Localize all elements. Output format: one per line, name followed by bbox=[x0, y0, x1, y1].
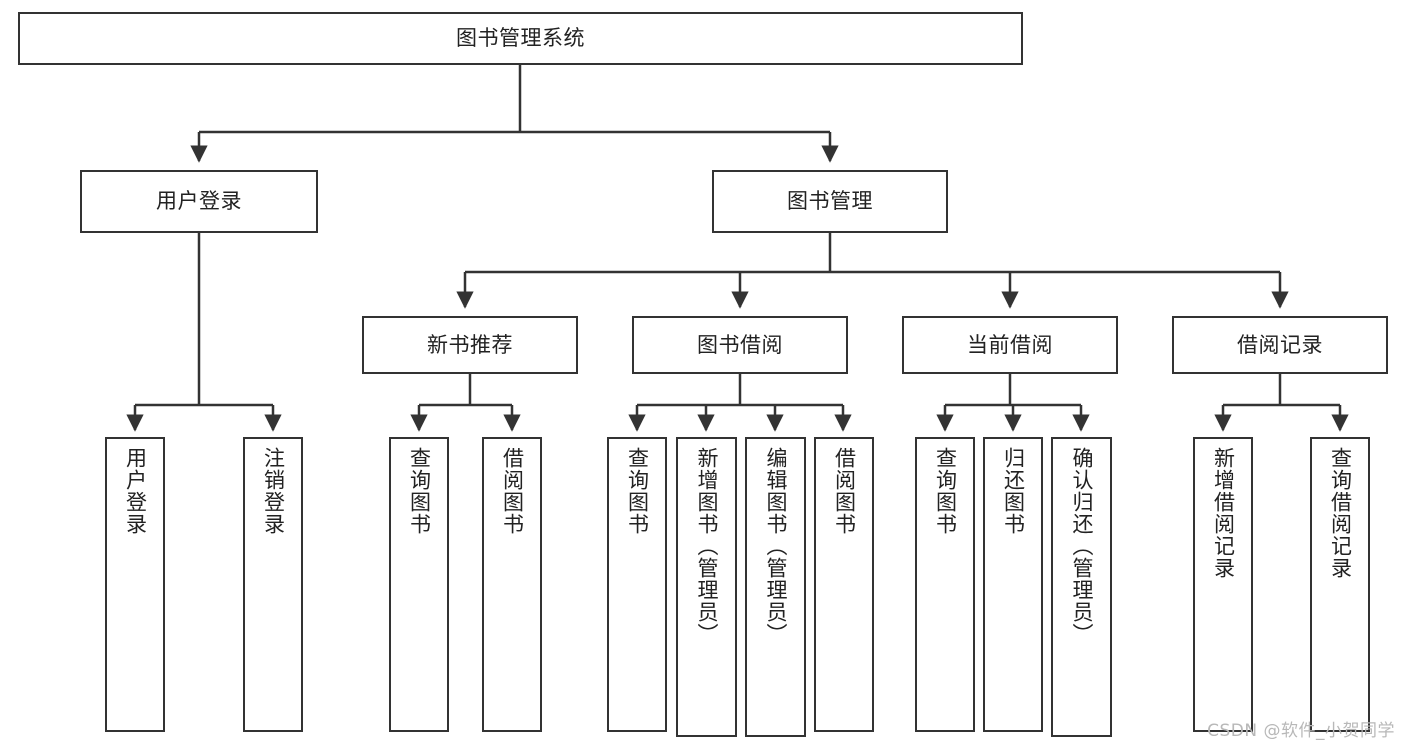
node-label: 借阅图书 bbox=[832, 447, 857, 535]
node-label: 注销登录 bbox=[261, 447, 286, 535]
node-label: 新书推荐 bbox=[427, 332, 513, 357]
node-book-management[interactable]: 图书管理 bbox=[712, 170, 948, 233]
leaf-query-book-recommend[interactable]: 查询图书 bbox=[389, 437, 449, 732]
node-label: 确认归还（管理员） bbox=[1069, 447, 1094, 645]
node-new-book-recommend[interactable]: 新书推荐 bbox=[362, 316, 578, 374]
node-user-login[interactable]: 用户登录 bbox=[80, 170, 318, 233]
node-label: 查询图书 bbox=[933, 447, 958, 535]
node-label: 图书借阅 bbox=[697, 332, 783, 357]
leaf-query-book-current[interactable]: 查询图书 bbox=[915, 437, 975, 732]
node-label: 查询图书 bbox=[625, 447, 650, 535]
node-label: 图书管理 bbox=[787, 189, 873, 214]
leaf-borrow-book[interactable]: 借阅图书 bbox=[814, 437, 874, 732]
node-label: 查询图书 bbox=[407, 447, 432, 535]
leaf-edit-book-admin[interactable]: 编辑图书（管理员） bbox=[745, 437, 806, 737]
leaf-borrow-book-recommend[interactable]: 借阅图书 bbox=[482, 437, 542, 732]
node-label: 当前借阅 bbox=[967, 332, 1053, 357]
leaf-user-login[interactable]: 用户登录 bbox=[105, 437, 165, 732]
leaf-confirm-return-admin[interactable]: 确认归还（管理员） bbox=[1051, 437, 1112, 737]
node-label: 归还图书 bbox=[1001, 447, 1026, 535]
node-label: 查询借阅记录 bbox=[1328, 447, 1353, 579]
leaf-add-book-admin[interactable]: 新增图书（管理员） bbox=[676, 437, 737, 737]
node-current-borrow[interactable]: 当前借阅 bbox=[902, 316, 1118, 374]
node-label: 新增图书（管理员） bbox=[694, 447, 719, 645]
node-label: 新增借阅记录 bbox=[1211, 447, 1236, 579]
leaf-return-book[interactable]: 归还图书 bbox=[983, 437, 1043, 732]
node-root-system[interactable]: 图书管理系统 bbox=[18, 12, 1023, 65]
leaf-query-borrow-record[interactable]: 查询借阅记录 bbox=[1310, 437, 1370, 732]
leaf-query-book-borrow[interactable]: 查询图书 bbox=[607, 437, 667, 732]
node-label: 借阅图书 bbox=[500, 447, 525, 535]
node-label: 用户登录 bbox=[123, 447, 148, 535]
node-label: 图书管理系统 bbox=[456, 26, 585, 51]
node-book-borrow[interactable]: 图书借阅 bbox=[632, 316, 848, 374]
leaf-logout-login[interactable]: 注销登录 bbox=[243, 437, 303, 732]
node-borrow-record[interactable]: 借阅记录 bbox=[1172, 316, 1388, 374]
node-label: 用户登录 bbox=[156, 189, 242, 214]
watermark-text: CSDN @软件_小贺同学 bbox=[1207, 721, 1395, 741]
leaf-add-borrow-record[interactable]: 新增借阅记录 bbox=[1193, 437, 1253, 732]
node-label: 借阅记录 bbox=[1237, 332, 1323, 357]
node-label: 编辑图书（管理员） bbox=[763, 447, 788, 645]
